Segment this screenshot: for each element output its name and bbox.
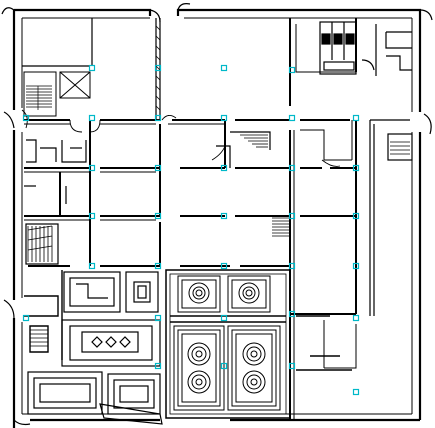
stair-central: [216, 131, 271, 168]
column-marker: [352, 388, 360, 396]
tank-room-middle: [61, 319, 161, 367]
door-swings: [21, 109, 341, 167]
stair-central-south: [272, 217, 290, 237]
column-marker: [22, 114, 30, 122]
pump-units-lower: [173, 325, 281, 411]
pump-units-upper: [177, 275, 271, 313]
restroom-block: [319, 21, 412, 76]
column-marker: [288, 66, 296, 74]
south-east-area: [296, 315, 352, 371]
column-marker: [288, 362, 296, 370]
column-marker: [220, 362, 228, 370]
column-marker: [88, 114, 96, 122]
column-marker: [22, 314, 30, 322]
tank-room-upper: [63, 271, 159, 313]
column-marker: [352, 314, 360, 322]
column-marker: [154, 114, 162, 122]
corridor-walls: [24, 119, 356, 267]
stair-treads-east: [390, 141, 410, 155]
column-marker: [154, 262, 162, 270]
column-marker: [288, 164, 296, 172]
column-marker: [154, 212, 162, 220]
vertical-partitions: [59, 18, 357, 420]
column-markers: [22, 64, 360, 396]
column-marker: [352, 212, 360, 220]
column-marker: [220, 262, 228, 270]
column-marker: [220, 212, 228, 220]
column-marker: [288, 114, 296, 122]
column-marker: [88, 64, 96, 72]
corridor-thin-walls: [24, 123, 352, 221]
stair-north-west: [23, 71, 91, 117]
west-wing-rooms: [24, 139, 87, 204]
column-marker: [88, 212, 96, 220]
column-marker: [88, 164, 96, 172]
vertical-shaft-hatch: [155, 25, 161, 111]
exterior-walls: [12, 8, 422, 428]
column-marker: [220, 314, 228, 322]
equipment-room: [165, 269, 291, 419]
column-marker: [352, 114, 360, 122]
column-marker: [288, 262, 296, 270]
column-marker: [352, 262, 360, 270]
column-marker: [352, 164, 360, 172]
column-marker: [220, 64, 228, 72]
corner-arcs: [1, 3, 433, 426]
column-marker: [288, 310, 296, 318]
vertical-thin-partitions: [293, 24, 357, 420]
column-marker: [220, 114, 228, 122]
exterior-inner-walls: [21, 17, 413, 415]
stair-south-west: [25, 223, 59, 265]
stair-treads-south-west-2: [30, 329, 48, 347]
column-marker: [88, 262, 96, 270]
column-marker: [154, 164, 162, 172]
stair-treads-north-west: [26, 85, 52, 110]
column-marker: [154, 314, 162, 322]
tank-room-lower: [27, 371, 163, 425]
column-marker: [154, 64, 162, 72]
top-left-room: [22, 18, 161, 120]
stair-east: [369, 119, 413, 316]
south-west-wing: [24, 270, 63, 360]
column-marker: [154, 362, 162, 370]
column-marker: [220, 164, 228, 172]
column-marker: [288, 212, 296, 220]
